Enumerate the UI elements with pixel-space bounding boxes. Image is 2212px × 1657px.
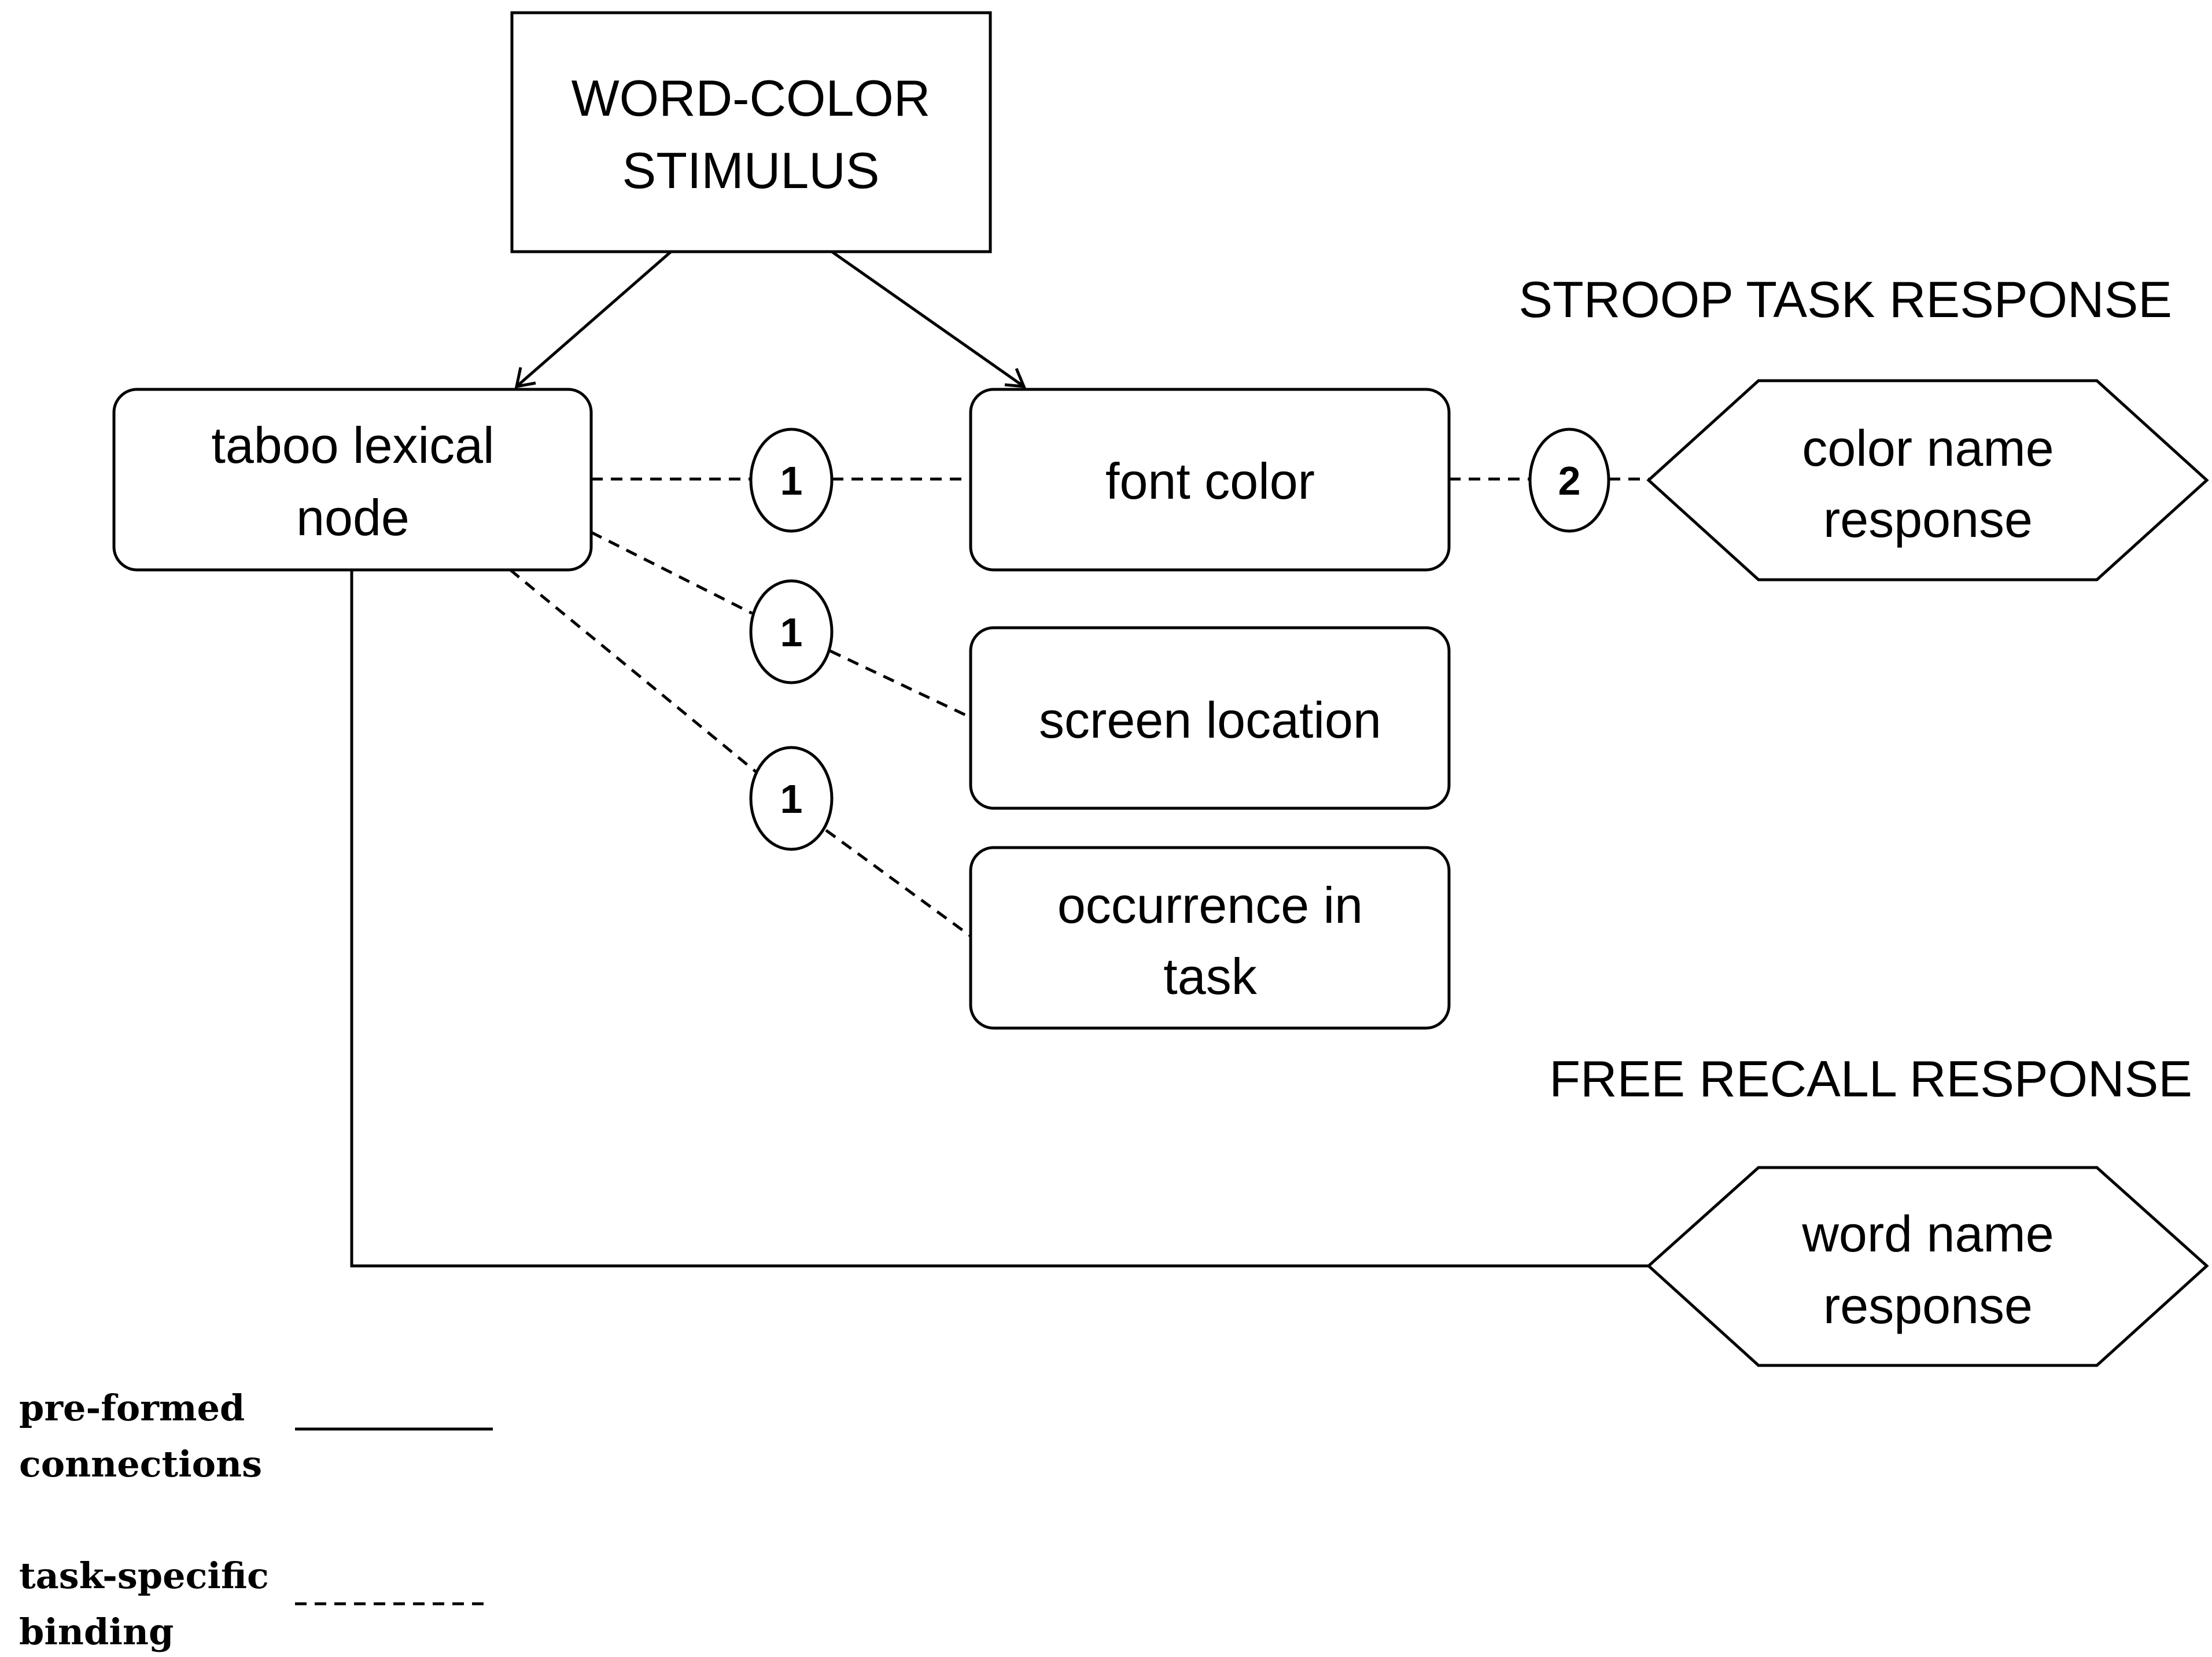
occurrence-label-line-1: occurrence in (1057, 877, 1363, 934)
arrow-stimulus-to-taboo (515, 251, 672, 388)
badge-1-mid (749, 579, 834, 684)
font-color-box (969, 388, 1451, 572)
solid-connections (350, 250, 1649, 1268)
color-name-response-hexagon (1646, 379, 2209, 581)
badge-1-top-label: 1 (780, 458, 803, 503)
legend-preformed-line-2: connections (19, 1443, 262, 1485)
screen-location-label: screen location (1039, 691, 1381, 749)
font-color-label: font color (1105, 452, 1315, 510)
arrowhead-taboo (514, 367, 536, 389)
occurrence-label-line-2: task (1163, 948, 1257, 1005)
badge-1-low (749, 746, 834, 851)
stimulus-label-line-2: STIMULUS (622, 142, 880, 199)
color-response-label-line-1: color name (1802, 419, 2054, 477)
screen-location-box (969, 626, 1451, 810)
dashed-bindings (509, 477, 1649, 938)
taboo-lexical-node-box (112, 388, 593, 572)
badge-2 (1528, 428, 1610, 533)
word-name-response-hexagon (1646, 1166, 2209, 1367)
badge-1-mid-label: 1 (780, 610, 803, 655)
legend: pre-formed connections task-specific bin… (19, 1387, 493, 1653)
binding-taboo-to-badge-low (509, 569, 758, 774)
legend-preformed-line-1: pre-formed (19, 1387, 245, 1429)
binding-taboo-to-badge-mid (590, 531, 753, 615)
taboo-label-line-2: node (296, 489, 410, 546)
badge-2-label: 2 (1558, 458, 1581, 503)
badge-1-low-label: 1 (780, 776, 803, 822)
word-response-label-line-2: response (1823, 1277, 2033, 1334)
line-taboo-to-word-response (350, 571, 1649, 1268)
badge-1-top (749, 428, 834, 533)
binding-badge-low-to-occurrence (825, 828, 972, 938)
occurrence-box (969, 846, 1451, 1030)
legend-task-specific-line-1: task-specific (19, 1555, 269, 1597)
legend-task-specific-line-2: binding (19, 1611, 174, 1653)
binding-badge-mid-to-screen (829, 649, 972, 719)
word-response-label-line-1: word name (1801, 1205, 2054, 1262)
stimulus-label-line-1: WORD-COLOR (572, 69, 931, 127)
arrowhead-font-color (1004, 368, 1026, 388)
free-recall-heading: FREE RECALL RESPONSE (1549, 1050, 2192, 1107)
arrow-stimulus-to-font-color (831, 250, 1025, 388)
stimulus-box (510, 11, 992, 253)
taboo-label-line-1: taboo lexical (211, 417, 494, 474)
stroop-task-heading: STROOP TASK RESPONSE (1518, 271, 2172, 328)
color-response-label-line-2: response (1823, 491, 2033, 548)
